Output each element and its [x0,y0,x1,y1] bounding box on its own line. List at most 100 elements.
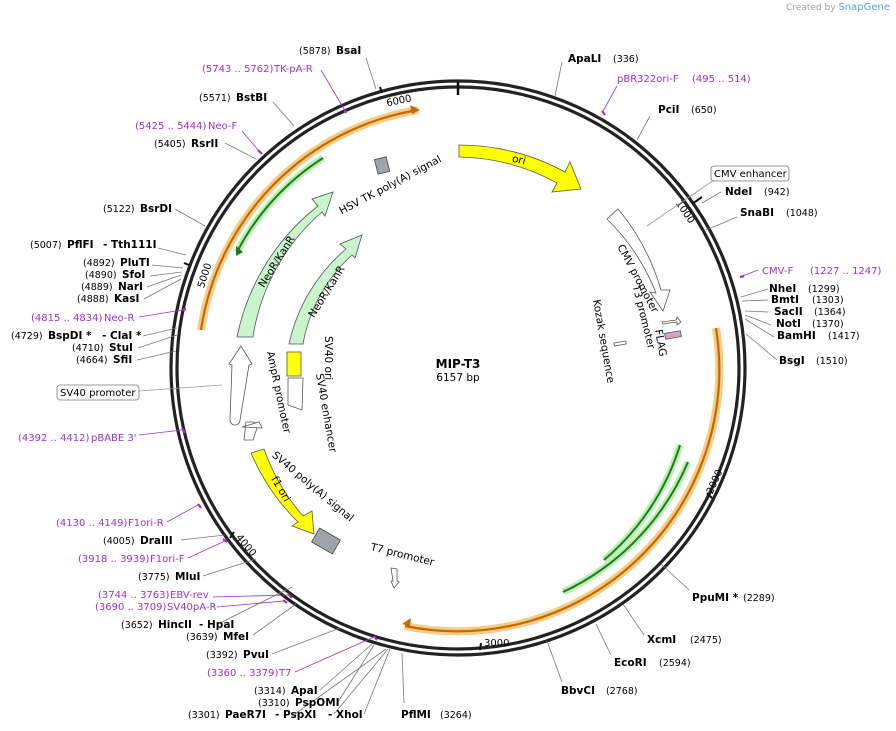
site-draiii-name: DraIII [140,535,173,547]
site-bsai-pos: (5878) [299,46,331,57]
site-mlui-name: MluI [175,571,200,583]
site-bbvci[interactable]: BbvCI (2768) [561,685,638,697]
site-mfei-name: MfeI [223,631,249,643]
site-hincii[interactable]: (3652) HincII - HpaI [121,619,234,631]
primer-sv40pa-r-name: SV40pA-R [167,602,216,613]
tick-6000: 6000 [385,93,412,109]
plasmid-size: 6157 bp [436,372,480,384]
site-nari[interactable]: (4889) NarI [81,281,143,293]
primer-pbr322ori-f-name: pBR322ori-F [617,74,679,85]
site-ndei[interactable]: NdeI (942) [725,186,790,198]
site-sfoi-pos: (4890) [85,270,117,281]
site-bmti-name: BmtI [771,294,799,306]
site-kasi[interactable]: (4888) KasI [77,293,139,305]
site-bstbi[interactable]: (5571) BstBI [199,92,267,104]
site-pspomi[interactable]: (3310) PspOMI [258,697,340,709]
site-xcmi-pos: (2475) [690,635,722,646]
feature-sv40-ori[interactable]: SV40 ori [286,336,334,380]
site-apali-name: ApaLI [568,53,601,65]
site-nari-name: NarI [118,281,143,293]
site-kasi-name: KasI [114,293,139,305]
feature-kozak[interactable]: Kozak sequence [590,299,627,385]
site-mlui[interactable]: (3775) MluI [138,571,200,583]
site-stui[interactable]: (4710) StuI [72,342,133,354]
site-bbvci-name: BbvCI [561,685,595,697]
primer-tk-pa-r-range: (5743 .. 5762) [202,64,274,75]
site-pflmi-name: PflMI [401,709,431,721]
primer-tk-pa-r[interactable]: (5743 .. 5762) TK-pA-R [202,64,313,75]
site-snabi-pos: (1048) [786,208,818,219]
feature-hsv-tk-polya[interactable]: HSV TK poly(A) signal [337,153,443,217]
green-orf-arcs [233,155,692,596]
feature-neor-kanr-inner[interactable]: NeoR/KanR [288,234,363,345]
site-rsrii-pos: (5405) [154,139,186,150]
site-bamhi-name: BamHI [777,330,816,342]
feature-sv40-promoter[interactable] [228,345,253,426]
site-ppumi[interactable]: PpuMI * (2289) [692,592,775,604]
site-mlui-pos: (3775) [138,572,170,583]
site-snabi[interactable]: SnaBI (1048) [740,207,818,219]
site-mfei[interactable]: (3639) MfeI [186,631,249,643]
site-bsai[interactable]: (5878) BsaI [299,45,361,57]
primer-ebv-rev[interactable]: (3744 .. 3763) EBV-rev [98,590,209,601]
site-bamhi[interactable]: BamHI (1417) [777,330,860,342]
site-pflfi[interactable]: (5007) PflFI - Tth111I [30,239,157,251]
primer-sv40pa-r[interactable]: (3690 .. 3709) SV40pA-R [95,602,216,613]
site-sfii[interactable]: (4664) SfiI [76,354,132,366]
leader-lines [136,57,778,715]
feature-t7-promoter[interactable]: T7 promoter [368,541,436,589]
site-pspomi-pos: (3310) [258,698,290,709]
primer-f1ori-f[interactable]: (3918 .. 3939) F1ori-F [78,554,185,565]
site-pflmi[interactable]: PflMI (3264) [401,709,472,721]
site-xcmi[interactable]: XcmI (2475) [647,634,722,646]
site-noti[interactable]: NotI (1370) [776,318,844,330]
cmv-enhancer-box[interactable]: CMV enhancer [646,165,790,227]
primer-neo-f[interactable]: (5425 .. 5444) Neo-F [135,121,238,132]
site-sfoi[interactable]: (4890) SfoI [85,269,145,281]
site-bsgi[interactable]: BsgI (1510) [779,355,848,367]
primer-pbabe-3[interactable]: (4392 .. 4412) pBABE 3' [18,433,137,444]
site-pluti[interactable]: (4892) PluTI [83,257,150,269]
tick-3000: 3000 [484,638,509,649]
site-apali-pos: (336) [613,54,639,65]
site-apali[interactable]: ApaLI (336) [568,53,639,65]
site-pflfi-pos: (5007) [30,240,62,251]
primer-pbabe-3-range: (4392 .. 4412) [18,433,90,444]
primer-neo-r[interactable]: (4815 .. 4834) Neo-R [31,313,135,324]
primer-t7[interactable]: (3360 .. 3379) T7 [207,668,291,679]
site-tth111i-name: - Tth111I [103,239,157,251]
site-noti-name: NotI [776,318,801,330]
site-bsgi-name: BsgI [779,355,805,367]
site-ecori[interactable]: EcoRI (2594) [614,657,691,669]
sv40-promoter-box[interactable]: SV40 promoter [56,384,223,401]
site-hincii-pos: (3652) [121,620,153,631]
site-sfii-pos: (4664) [76,355,108,366]
site-bsrdi[interactable]: (5122) BsrDI [103,203,172,215]
site-pvui[interactable]: (3392) PvuI [206,649,269,661]
primer-cmv-f[interactable]: CMV-F (1227 .. 1247) [762,266,882,277]
primer-f1ori-r[interactable]: (4130 .. 4149) F1ori-R [56,518,164,529]
feature-flag[interactable]: FLAG [652,329,682,358]
site-pluti-name: PluTI [120,257,150,269]
site-draiii[interactable]: (4005) DraIII [103,535,173,547]
site-ecori-name: EcoRI [614,657,647,669]
site-rsrii[interactable]: (5405) RsrII [154,138,218,150]
primer-f1ori-f-name: F1ori-F [150,554,185,565]
site-bmti[interactable]: BmtI (1303) [771,294,844,306]
feature-ori[interactable]: ori [458,144,582,193]
site-nhei[interactable]: NheI (1299) [769,283,840,295]
site-apai-name: ApaI [291,685,318,697]
site-sacii[interactable]: SacII (1364) [774,306,846,318]
primer-leader-lines [138,69,759,673]
site-apai[interactable]: (3314) ApaI [254,685,318,697]
primer-pbr322ori-f[interactable]: pBR322ori-F (495 .. 514) [617,74,751,85]
site-bbvci-pos: (2768) [606,686,638,697]
feature-t7-promoter-label: T7 promoter [368,541,436,569]
site-paer7i[interactable]: (3301) PaeR7I - PspXI - XhoI [188,709,363,721]
site-bsrdi-name: BsrDI [140,203,172,215]
site-bspdi[interactable]: (4729) BspDI * - ClaI * [11,330,142,342]
site-pcii[interactable]: PciI (650) [658,104,717,116]
site-bsai-name: BsaI [336,45,361,57]
site-bsrdi-pos: (5122) [103,204,135,215]
feature-sv40-enhancer[interactable]: SV40 enhancer [287,373,339,454]
